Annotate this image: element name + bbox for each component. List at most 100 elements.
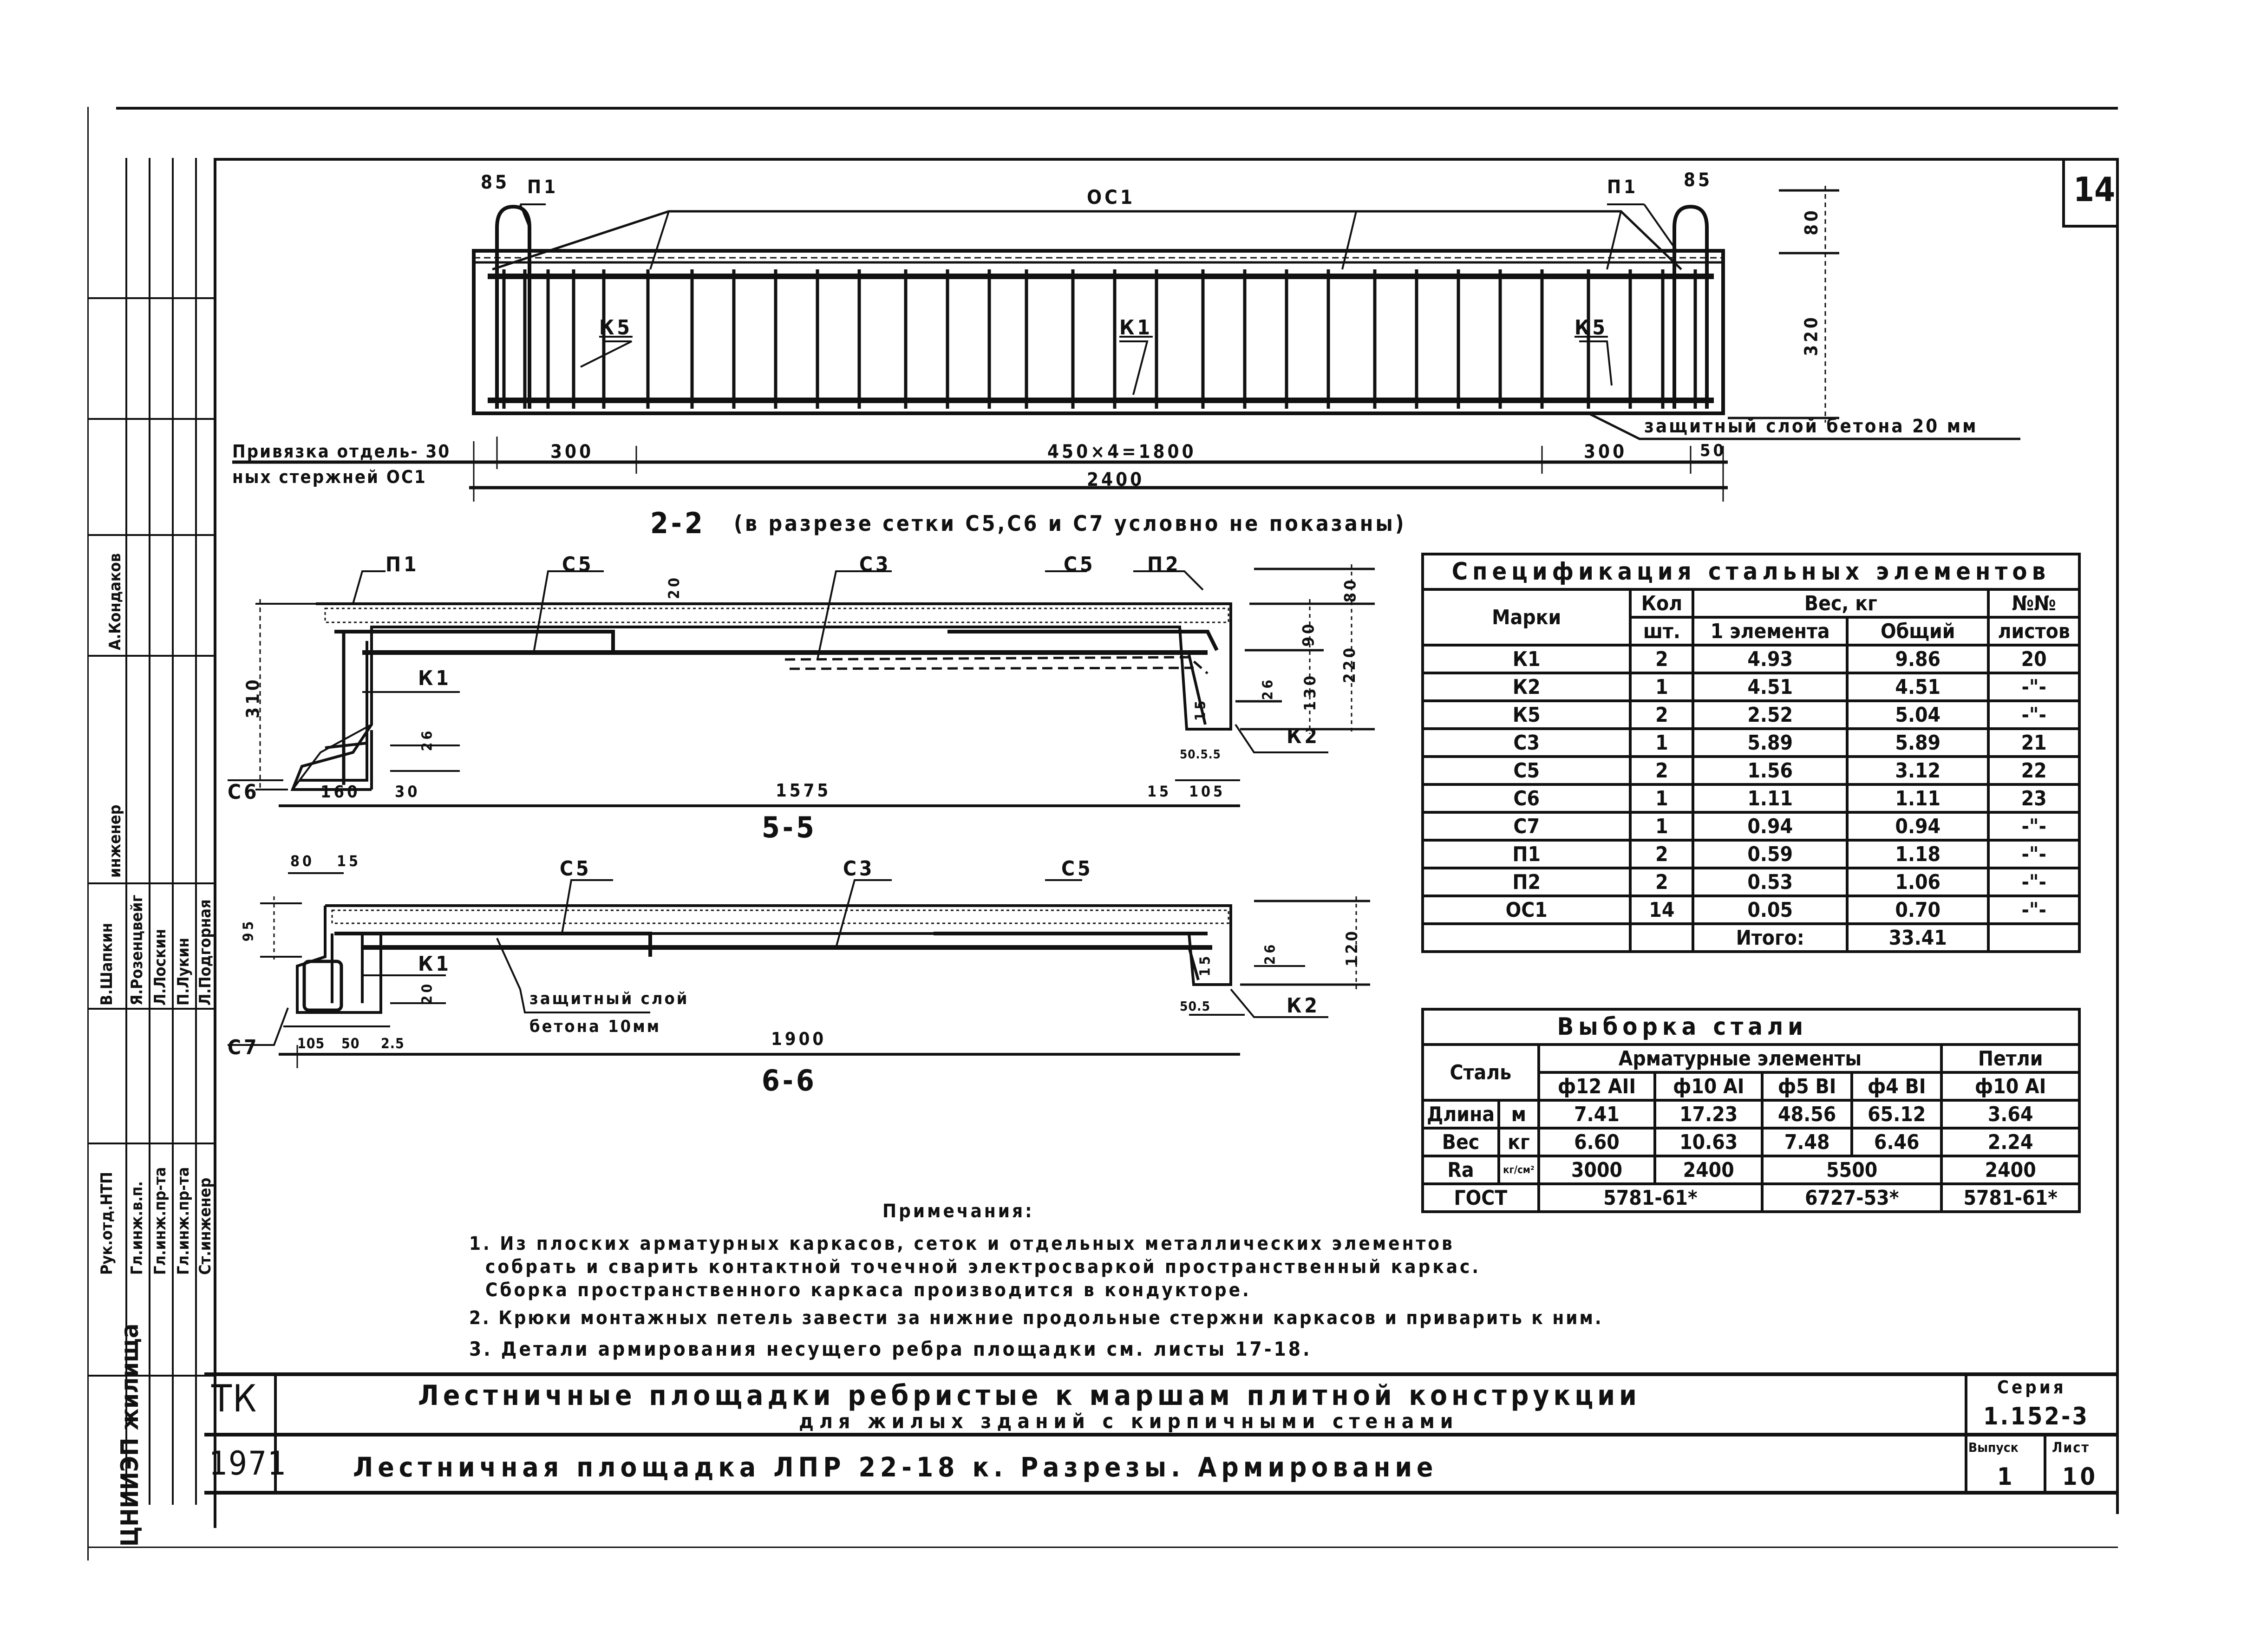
title-block-mid-line bbox=[204, 1433, 2118, 1437]
steel-label: Сталь bbox=[1421, 1043, 1540, 1102]
section-5-5-label: 5-5 bbox=[762, 810, 817, 844]
callout-p1-right: П1 bbox=[1607, 176, 1639, 198]
dim-5-5-b5: 105 bbox=[1189, 783, 1226, 800]
dim-6-6-right-small: 50.5 bbox=[1180, 999, 1211, 1014]
dim-2-2-overall: 2400 bbox=[1087, 469, 1145, 490]
callout-p2-5-5: П2 bbox=[1147, 553, 1181, 576]
notes-title: Примечания: bbox=[882, 1201, 1034, 1222]
dim-5-5-b-small: 50.5.5 bbox=[1180, 748, 1221, 762]
dim-6-6-right-1: 26 bbox=[1262, 941, 1279, 965]
dim-5-5-inner-2: 15 bbox=[1192, 698, 1209, 721]
cover-note-6-6-line1: защитный слой bbox=[529, 989, 689, 1008]
callout-c5-right-6-6: С5 bbox=[1061, 857, 1093, 881]
dim-2-2-right-main: 320 bbox=[1801, 314, 1822, 356]
callout-k1-6-6: К1 bbox=[418, 952, 451, 976]
note-line-3: Сборка пространственного каркаса произво… bbox=[485, 1280, 1251, 1301]
callout-k1-beam: К1 bbox=[1119, 316, 1153, 340]
dim-5-5-right-3: 130 bbox=[1300, 673, 1320, 711]
frame-bottom-outer bbox=[88, 1547, 2118, 1548]
spec-header-mark: Марки bbox=[1421, 588, 1632, 646]
callout-c5-right-5-5: С5 bbox=[1064, 553, 1096, 576]
callout-c3-5-5: С3 bbox=[859, 553, 891, 576]
dim-5-5-left: 310 bbox=[242, 677, 263, 718]
title-block-divider-left bbox=[274, 1372, 277, 1493]
dim-5-5-right-2: 90 bbox=[1299, 621, 1318, 647]
dim-2-2-b4: 50 bbox=[1700, 441, 1727, 460]
callout-k2-5-5: К2 bbox=[1287, 725, 1320, 748]
dim-5-5-right-4: 220 bbox=[1340, 645, 1359, 683]
callout-oc1: ОС1 bbox=[1087, 186, 1136, 209]
frame-top bbox=[214, 158, 2118, 161]
spec-table: Спецификация стальных элементов Марки Ко… bbox=[1421, 553, 2081, 953]
note-line-5: 3. Детали армирования несущего ребра пло… bbox=[469, 1338, 1312, 1360]
dim-6-6-small-1: 105 bbox=[297, 1036, 325, 1052]
dim-5-5-b4: 15 bbox=[1147, 783, 1172, 800]
sidebar-stamp: А.Кондаков инженер В.Шапкин Я.Розенцвейг… bbox=[88, 158, 215, 1547]
callout-k2-6-6: К2 bbox=[1287, 994, 1320, 1018]
title-block-top-line bbox=[204, 1372, 2118, 1376]
callout-c7-6-6: С7 bbox=[228, 1036, 260, 1059]
frame-left bbox=[214, 158, 216, 1528]
callout-k5-right: К5 bbox=[1575, 316, 1608, 340]
frame-right bbox=[2116, 158, 2119, 1514]
issue-label: Выпуск bbox=[1968, 1440, 2019, 1455]
issue-value: 1 bbox=[1997, 1463, 2015, 1491]
callout-c3-6-6: С3 bbox=[843, 857, 875, 881]
section-2-2-caption: (в разрезе сетки С5,С6 и С7 условно не п… bbox=[734, 511, 1406, 536]
callout-p1-5-5: П1 bbox=[385, 553, 419, 576]
spec-header-qty-top: Кол bbox=[1629, 588, 1695, 619]
dim-6-6-top-left-2: 15 bbox=[337, 852, 361, 870]
dim-5-5-b2: 30 bbox=[395, 783, 420, 801]
page-number: 14 bbox=[2073, 170, 2116, 209]
dim-6-6-small-2: 50 bbox=[341, 1036, 360, 1052]
dim-2-2-b3: 300 bbox=[1584, 441, 1627, 463]
dim-6-6-inner-2: 15 bbox=[1197, 953, 1214, 977]
steel-table-title: Выборка стали bbox=[1538, 1008, 2081, 1046]
note-line-4: 2. Крюки монтажных петель завести за ниж… bbox=[469, 1307, 1603, 1329]
spec-header-weight: Вес, кг bbox=[1692, 588, 1990, 619]
table-row: ГОСТ 5781-61*6727-53*5781-61* bbox=[1421, 1182, 2081, 1213]
dim-6-6-top-left-1: 80 bbox=[290, 852, 315, 870]
callout-c5-left-5-5: С5 bbox=[562, 553, 594, 576]
dim-5-5-b1: 160 bbox=[320, 783, 360, 802]
dim-2-2-top-right: 85 bbox=[1684, 170, 1713, 191]
section-6-6-label: 6-6 bbox=[762, 1064, 817, 1097]
spec-total-label: Итого: bbox=[1692, 922, 1849, 953]
dim-2-2-right-top: 80 bbox=[1801, 208, 1822, 235]
title-block-divider-right bbox=[1965, 1372, 1967, 1493]
title-block-year: 1971 bbox=[209, 1444, 287, 1482]
title-block-title-line1: Лестничные площадки ребристые к маршам п… bbox=[418, 1379, 1641, 1412]
callout-p1-left: П1 bbox=[527, 176, 559, 198]
steel-group-rebar: Арматурные элементы bbox=[1537, 1043, 1943, 1074]
note-line-2: собрать и сварить контактной точечной эл… bbox=[485, 1256, 1481, 1278]
cover-note-2-2: защитный слой бетона 20 мм bbox=[1644, 416, 1978, 437]
dim-5-5-right-1: 80 bbox=[1341, 577, 1360, 603]
sheet-left-edge bbox=[87, 107, 89, 1561]
sheet-label: Лист bbox=[2052, 1440, 2090, 1456]
steel-table: Выборка стали Сталь Арматурные элементы … bbox=[1421, 1008, 2081, 1213]
callout-c6-5-5: С6 bbox=[228, 780, 260, 804]
spec-header-qty-bottom: шт. bbox=[1629, 616, 1695, 646]
dim-5-5-inner-1: 26 bbox=[419, 728, 436, 751]
cover-note-6-6-line2: бетона 10мм bbox=[529, 1017, 661, 1036]
series-label: Серия bbox=[1997, 1377, 2066, 1397]
title-block-subtitle: Лестничная площадка ЛПР 22-18 к. Разрезы… bbox=[353, 1451, 1438, 1483]
callout-k5-left: К5 bbox=[599, 316, 633, 340]
spec-header-sheets-bottom: листов bbox=[1987, 616, 2081, 646]
callout-c5-left-6-6: С5 bbox=[560, 857, 592, 881]
dim-6-6-right-2: 120 bbox=[1342, 928, 1361, 966]
spec-header-sheets-top: №№ bbox=[1987, 588, 2081, 619]
spec-header-weight-total: Общий bbox=[1846, 616, 1990, 646]
dim-5-5-b3: 1575 bbox=[776, 780, 831, 801]
